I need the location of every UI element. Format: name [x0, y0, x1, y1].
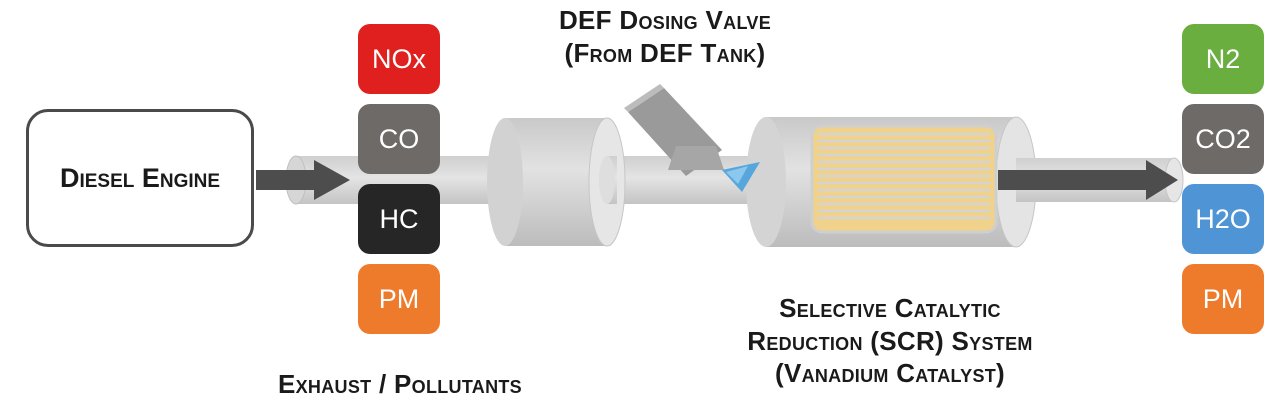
input-badge-label: CO [378, 123, 420, 154]
input-badge-pm: PM [358, 264, 440, 334]
input-badge-co: CO [358, 104, 440, 174]
def-dosing-valve [624, 84, 724, 176]
output-badge-co2: CO2 [1182, 104, 1264, 174]
output-badge-label: CO2 [1195, 123, 1251, 154]
def-valve-label: DEF Dosing Valve (From DEF Tank) [510, 4, 820, 69]
input-badge-label: HC [379, 203, 419, 234]
input-badge-nox: NOx [358, 24, 440, 94]
muffler-canister [487, 117, 626, 247]
scr-label-line1: Selective Catalytic [779, 293, 1001, 323]
output-badge-label: N2 [1205, 43, 1241, 74]
diesel-engine-box: Diesel Engine [26, 109, 254, 247]
output-badge-label: H2O [1195, 203, 1251, 234]
scr-label-line3: (Vanadium Catalyst) [774, 358, 1006, 388]
inlet-arrow [256, 160, 350, 200]
catalyst-block [810, 124, 998, 234]
output-badge-label: PM [1202, 283, 1244, 314]
def-valve-label-line2: (From DEF Tank) [564, 37, 766, 68]
output-badge-h2o: H2O [1182, 184, 1264, 254]
output-badge-n2: N2 [1182, 24, 1264, 94]
def-spray [722, 162, 760, 192]
input-badge-label: PM [378, 283, 420, 314]
diesel-engine-label: Diesel Engine [59, 162, 221, 193]
scr-label-line2: Reduction (SCR) System [747, 325, 1033, 356]
exhaust-pollutants-label: Exhaust / Pollutants [277, 369, 522, 399]
input-badge-hc: HC [358, 184, 440, 254]
outlet-arrow [998, 160, 1178, 200]
output-badge-pm: PM [1182, 264, 1264, 334]
scr-system-label: Selective Catalytic Reduction (SCR) Syst… [700, 292, 1080, 390]
def-valve-label-line1: DEF Dosing Valve [558, 5, 772, 35]
input-badge-label: NOx [372, 43, 426, 74]
